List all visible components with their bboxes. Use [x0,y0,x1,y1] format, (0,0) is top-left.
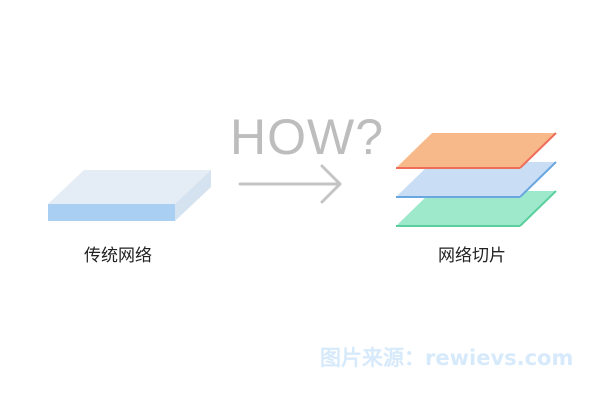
slice-layer-green [396,190,557,227]
traditional-network-slab [48,170,211,221]
network-slices-stack [396,132,557,227]
network-slicing-label: 网络切片 [438,246,506,266]
slab-front-face [48,204,175,221]
slice-layer-orange [396,132,557,169]
traditional-network-label: 传统网络 [84,246,152,266]
slice-layer-blue [396,161,557,198]
right-arrow-icon [238,164,342,204]
how-heading: HOW? [230,109,384,165]
slab-top-face [48,170,211,204]
source-watermark: 图片来源：rewievs.com [320,346,574,370]
slab-side-face [175,170,211,221]
